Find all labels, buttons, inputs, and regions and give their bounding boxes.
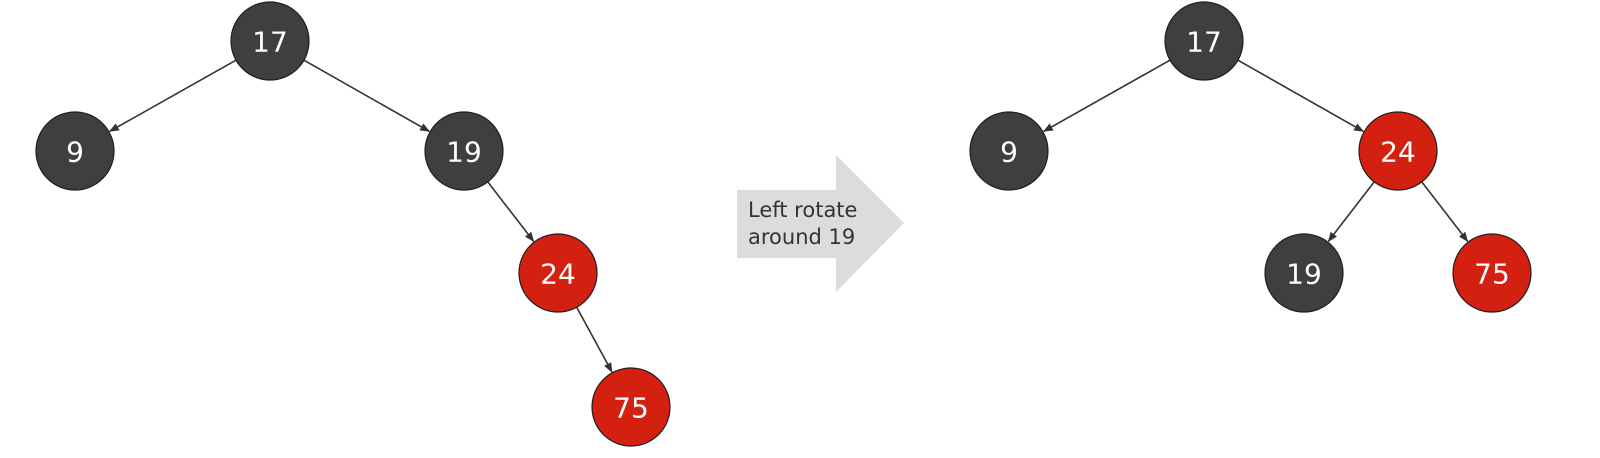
- after-node-label-75: 75: [1474, 258, 1510, 291]
- before-node-17: 17: [230, 1, 310, 81]
- before-node-9: 9: [35, 111, 115, 191]
- after-node-circle-19: [1264, 233, 1344, 313]
- before-node-19: 19: [424, 111, 504, 191]
- after-node-19: 19: [1264, 233, 1344, 313]
- before-node-label-9: 9: [66, 136, 84, 169]
- right-arrow-shape: [737, 155, 904, 292]
- before-node-24: 24: [518, 233, 598, 313]
- before-node-circle-17: [230, 1, 310, 81]
- transition-label-line1: Left rotate: [748, 198, 857, 222]
- nodes-after: 17 9 24 19 75: [969, 1, 1532, 313]
- before-node-circle-75: [591, 367, 671, 447]
- after-edge-24-to-19: [1327, 181, 1375, 243]
- before-node-75: 75: [591, 367, 671, 447]
- after-edge-24-to-75: [1421, 181, 1469, 243]
- after-node-label-9: 9: [1000, 136, 1018, 169]
- after-node-circle-24: [1358, 111, 1438, 191]
- after-node-circle-75: [1452, 233, 1532, 313]
- before-node-label-17: 17: [252, 26, 288, 59]
- tree-before: 17 9 19 24 75: [35, 1, 671, 447]
- after-node-75: 75: [1452, 233, 1532, 313]
- edges-after: [1042, 59, 1469, 243]
- nodes-before: 17 9 19 24 75: [35, 1, 671, 447]
- before-node-circle-24: [518, 233, 598, 313]
- after-edge-17-to-9: [1042, 59, 1171, 132]
- before-edge-17-to-9: [108, 59, 237, 132]
- before-node-label-24: 24: [540, 258, 576, 291]
- before-node-circle-9: [35, 111, 115, 191]
- before-node-label-75: 75: [613, 392, 649, 425]
- after-node-24: 24: [1358, 111, 1438, 191]
- transition-arrow: Left rotate around 19: [737, 155, 904, 292]
- before-edge-24-to-75: [575, 306, 613, 373]
- before-node-circle-19: [424, 111, 504, 191]
- after-node-circle-17: [1164, 1, 1244, 81]
- before-node-label-19: 19: [446, 136, 482, 169]
- after-node-label-17: 17: [1186, 26, 1222, 59]
- edges-before: [108, 59, 613, 373]
- after-edge-17-to-24: [1237, 59, 1365, 132]
- after-node-label-19: 19: [1286, 258, 1322, 291]
- after-node-circle-9: [969, 111, 1049, 191]
- after-node-17: 17: [1164, 1, 1244, 81]
- after-node-9: 9: [969, 111, 1049, 191]
- before-edge-19-to-24: [487, 181, 535, 243]
- transition-label-line2: around 19: [748, 225, 855, 249]
- tree-after: 17 9 24 19 75: [969, 1, 1532, 313]
- after-node-label-24: 24: [1380, 136, 1416, 169]
- before-edge-17-to-19: [303, 59, 431, 132]
